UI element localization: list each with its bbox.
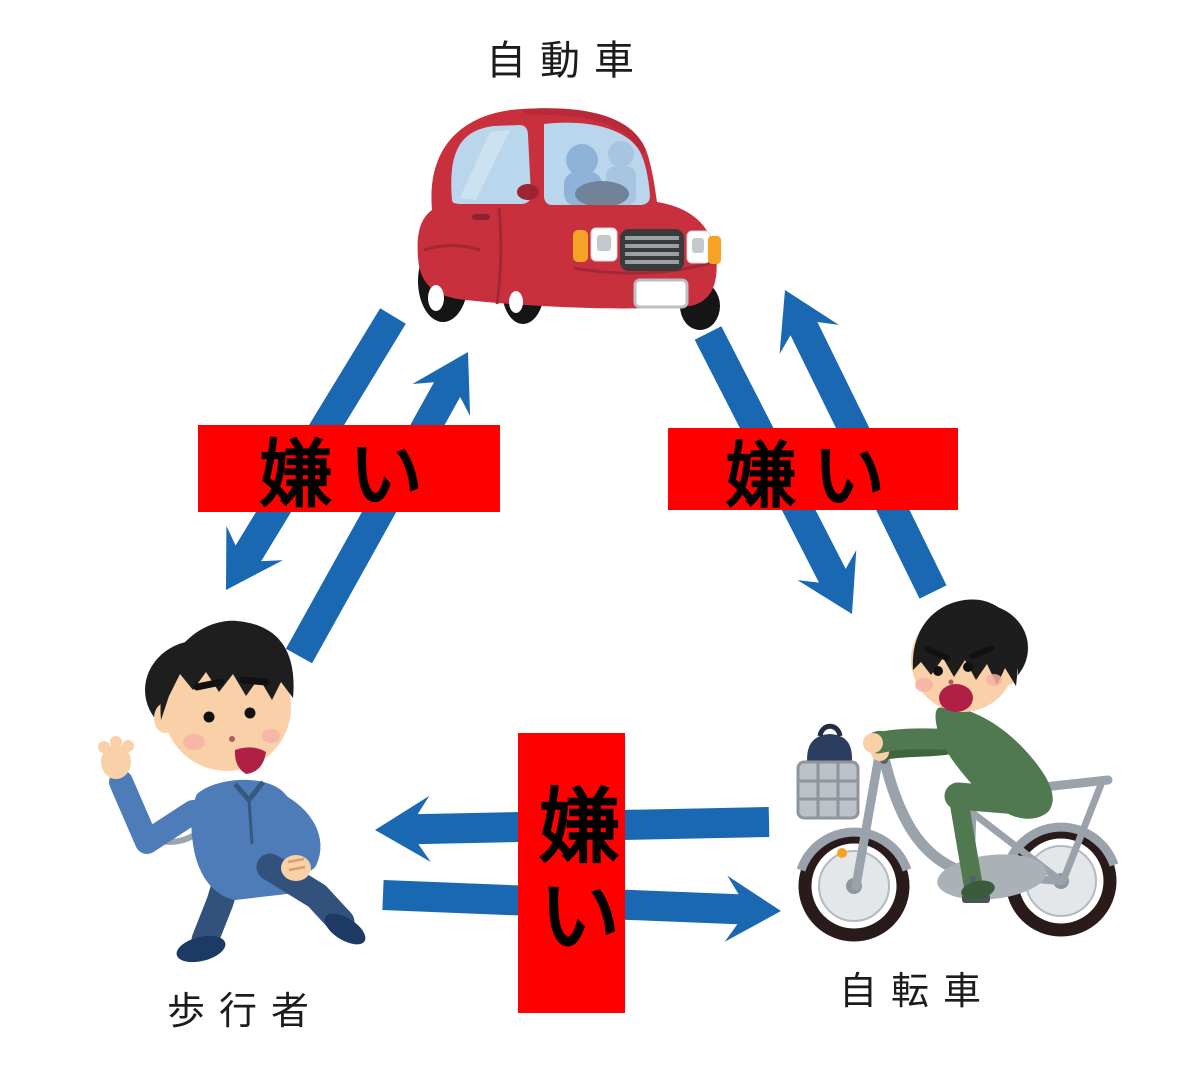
car-rear-hub [428,285,444,311]
pedestrian-mouth [234,747,266,774]
car-license-plate [633,278,689,309]
pedestrian-blush-left [183,734,205,750]
pedestrian-eye-left [203,711,215,723]
car-bumper-line [573,260,715,275]
pedestrian-node-label: 歩行者 [166,989,323,1033]
cyclist-angry-eyebrows [924,645,995,661]
car-door-handle [472,214,490,220]
pedestrian-ear [154,703,176,733]
car-body-crease [423,244,481,252]
pedestrian-placket [247,799,254,845]
pedestrian-hair [160,620,294,720]
cyclist-blush-left [915,678,933,692]
cyclist-blush-right [986,674,1002,686]
pedestrian-back-shoe [176,935,226,962]
car-door-line [495,207,503,305]
hate-label-car-bicycle: 嫌い [668,428,958,517]
basket-grid [798,762,858,818]
pedestrian-eyebrows [193,676,270,691]
cyclist-near-arm [867,728,966,754]
pedestrian-blush-right [262,729,280,743]
pedestrian-front-shoe [324,913,366,945]
car-driver-silhouette [564,141,636,205]
bicycle-basket [796,760,860,820]
car-headlight-glyph-left [597,235,611,251]
car-headlight-glyph-right [692,238,704,253]
car-node-label: 自動車 [486,38,648,84]
cyclist-shoe [961,880,995,900]
car-grille [620,229,684,271]
cyclist-thigh [944,782,1044,816]
hate-label-car-pedestrian: 嫌い [198,425,500,517]
front-fender [796,827,912,872]
cyclist-hair [912,599,1018,686]
car-front-hub [509,291,523,313]
bicycle-node-label: 自転車 [838,969,995,1013]
cyclist-illustration [796,599,1119,942]
cyclist-eye-left [933,666,943,676]
cyclist-mouth [939,684,973,712]
pedestrian-nose [229,736,235,742]
car-roof-shade [522,108,646,154]
pedestrian-front-arm [265,792,321,872]
cyclist-near-hand [863,733,883,753]
pedestrian-open-hand [98,736,134,779]
car-signal-right [708,236,721,264]
pedestrian-eye-right [244,707,256,719]
cyclist-eye-right [963,662,973,672]
pedestrian-fingers [287,857,306,872]
car-grille-stripes [625,236,679,264]
pedestrian-illustration [98,620,366,962]
car-signal-left [573,230,588,262]
bag-handle [817,723,843,737]
pedestrian-raised-arm [109,770,205,854]
wheel-reflector [837,848,847,858]
cyclist-shin [948,786,983,894]
car-side-mirror [517,184,539,200]
cyclist-nose [948,679,954,685]
hate-label-pedestrian-bicycle: 嫌い [518,733,625,1013]
car-illustration [417,108,721,330]
car-window-glare [460,130,510,200]
